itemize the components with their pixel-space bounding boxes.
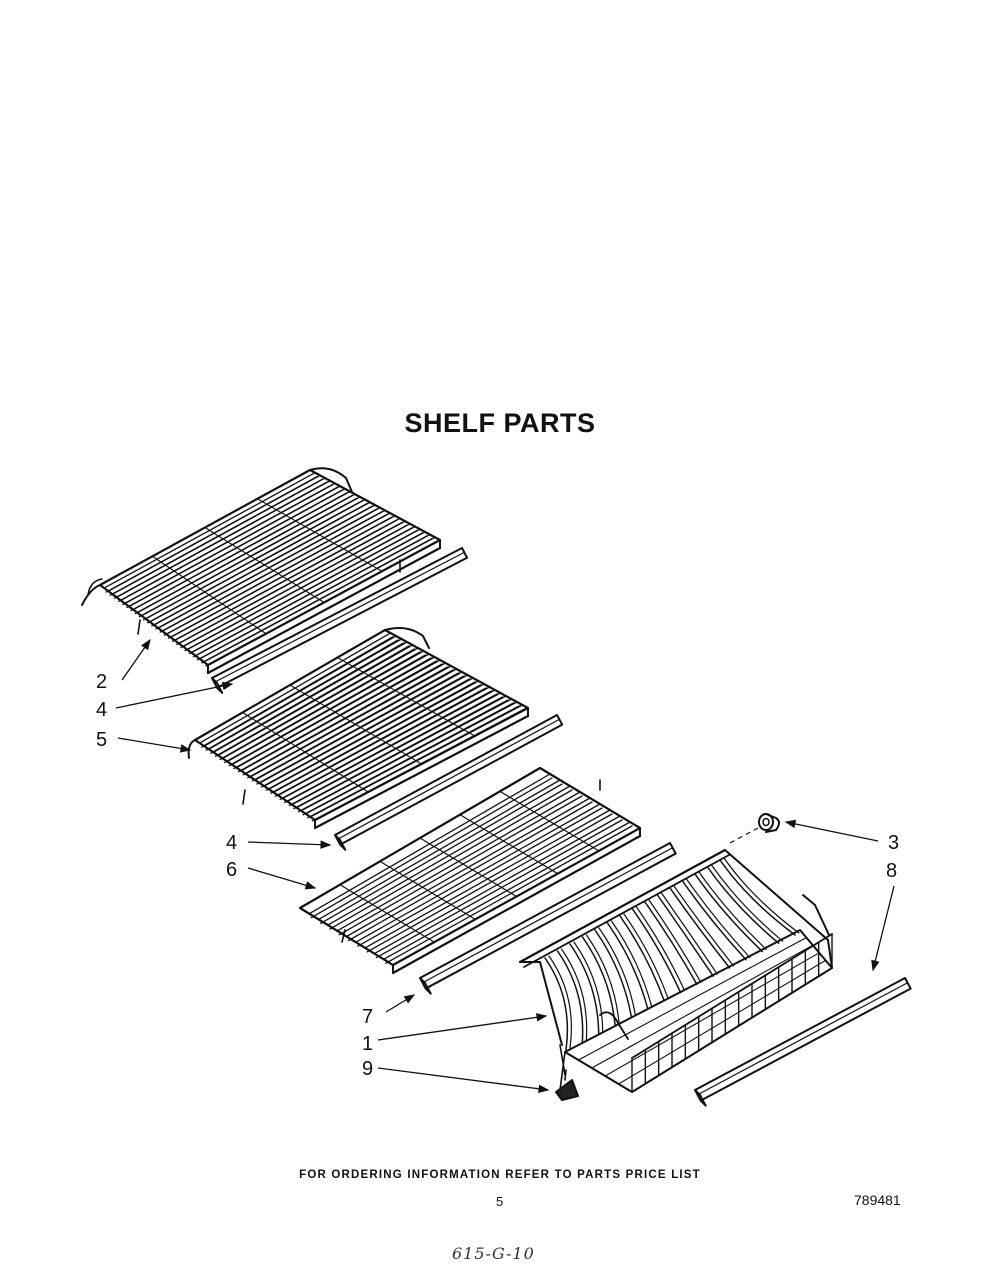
arrowhead	[871, 959, 880, 972]
leader-line	[117, 737, 191, 751]
callout-label: 8	[886, 860, 897, 882]
callout-2: 4	[96, 681, 234, 721]
wire-shelf-lower	[298, 766, 642, 975]
wire-basket	[518, 848, 833, 1093]
leader-line	[247, 841, 331, 846]
roller-part	[758, 813, 780, 833]
wire-shelf-middle	[187, 627, 530, 830]
trim-strip-middle	[334, 714, 564, 851]
arrowhead	[141, 638, 151, 651]
roller-dash-line	[729, 827, 759, 844]
page-number: 5	[496, 1194, 504, 1209]
callout-8: 7	[362, 994, 416, 1028]
callout-3: 5	[96, 729, 192, 753]
arrowhead	[304, 881, 317, 890]
callout-label: 9	[362, 1058, 373, 1080]
leader-line	[872, 885, 895, 971]
callout-label: 3	[888, 832, 899, 854]
callout-5: 6	[226, 859, 317, 890]
arrowhead	[320, 840, 332, 849]
callout-10: 9	[362, 1058, 550, 1093]
callout-label: 4	[96, 699, 107, 721]
wire-shelf-top	[81, 467, 442, 675]
callout-label: 7	[362, 1006, 373, 1028]
trim-strip-lower	[419, 842, 677, 995]
callout-6: 3	[784, 819, 899, 854]
callout-label: 5	[96, 729, 107, 751]
arrowhead	[221, 681, 234, 691]
trim-strip-top	[211, 547, 469, 694]
arrowhead	[535, 1013, 548, 1022]
callout-4: 4	[226, 832, 332, 854]
ordering-info-note: FOR ORDERING INFORMATION REFER TO PARTS …	[299, 1169, 701, 1181]
callout-1: 2	[96, 638, 151, 693]
trim-strip-basket	[694, 977, 912, 1107]
callout-label: 2	[96, 671, 107, 693]
arrowhead	[403, 994, 416, 1004]
callout-label: 4	[226, 832, 237, 854]
leader-line	[247, 867, 316, 889]
foot-part	[555, 1069, 579, 1101]
leader-line	[785, 821, 879, 842]
handwritten-code: 615-G-10	[452, 1244, 535, 1263]
callout-7: 8	[871, 860, 897, 972]
callout-label: 1	[362, 1033, 373, 1055]
leader-line	[377, 1015, 547, 1041]
arrowhead	[784, 819, 797, 829]
arrowhead	[179, 744, 192, 753]
leader-line	[115, 683, 233, 709]
document-number: 789481	[854, 1192, 901, 1208]
leader-line	[377, 1067, 549, 1091]
callout-9: 1	[362, 1013, 548, 1055]
callout-label: 6	[226, 859, 237, 881]
diagram-title: SHELF PARTS	[404, 408, 596, 438]
arrowhead	[538, 1084, 550, 1093]
